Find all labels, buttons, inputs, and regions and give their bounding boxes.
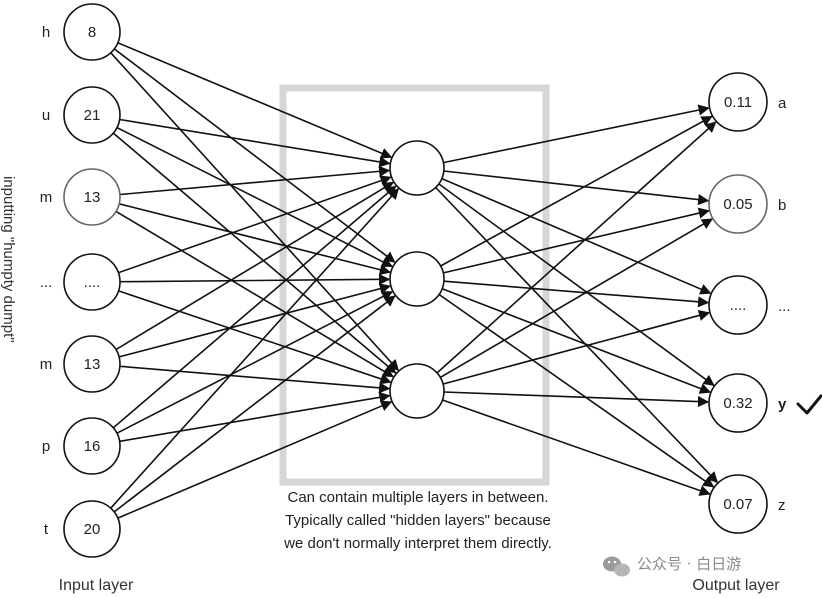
input-node-value: 13 xyxy=(84,356,101,373)
input-node: 13 m xyxy=(40,168,121,226)
connection-arrow xyxy=(443,104,710,164)
input-node-label: t xyxy=(44,521,49,538)
output-node: 0.11 a xyxy=(708,72,787,132)
input-node-label: p xyxy=(42,438,50,455)
connection-arrow xyxy=(116,291,394,434)
connection-arrow xyxy=(439,218,714,379)
input-node: 20 t xyxy=(44,500,121,558)
output-layer-nodes: 0.11 a 0.05 b .... ... 0.32 y 0.07 z xyxy=(708,72,791,534)
input-node: .... ... xyxy=(40,253,121,311)
input-node-value: 21 xyxy=(84,107,101,124)
connection-arrow xyxy=(119,391,391,443)
output-node-label: z xyxy=(778,497,786,514)
connection-arrow xyxy=(438,293,715,488)
output-node-value: 0.07 xyxy=(723,496,752,513)
output-node-value: 0.05 xyxy=(723,196,752,213)
connection-arrow xyxy=(110,187,400,509)
connection-arrow xyxy=(435,186,719,484)
input-node-value: .... xyxy=(84,274,101,291)
hidden-layers-box xyxy=(279,84,550,486)
connection-arrow xyxy=(443,280,710,308)
connection-arrow xyxy=(443,207,710,274)
output-node-label-selected: y xyxy=(778,396,787,413)
connection-arrow xyxy=(115,181,394,351)
hidden-layer-nodes xyxy=(389,140,445,419)
output-node-value: 0.11 xyxy=(724,94,752,111)
connection-arrow xyxy=(110,52,399,372)
connection-arrow xyxy=(436,121,717,374)
watermark-text: 公众号 · 白日游 xyxy=(637,555,741,573)
wechat-icon xyxy=(603,556,630,577)
output-node: 0.05 b xyxy=(708,174,786,234)
connection-arrow xyxy=(443,170,710,206)
input-node-value: 13 xyxy=(84,189,101,206)
output-node: 0.32 y xyxy=(708,373,787,433)
output-node-label: b xyxy=(778,197,786,214)
connection-arrow xyxy=(116,126,393,268)
connection-arrow xyxy=(118,203,391,276)
hidden-caption-line-2: Typically called "hidden layers" because xyxy=(285,512,551,529)
input-node-value: 20 xyxy=(84,521,101,538)
connection-arrow xyxy=(118,283,391,358)
hidden-node xyxy=(389,363,445,419)
connection-arrow xyxy=(113,48,396,263)
input-node-label: u xyxy=(42,107,50,124)
output-layer-title: Output layer xyxy=(692,577,780,594)
input-node-value: 16 xyxy=(84,438,101,455)
input-node-label: m xyxy=(40,356,53,373)
connection-arrow xyxy=(112,185,397,429)
connection-arrow xyxy=(118,175,392,274)
connections xyxy=(110,42,719,519)
connection-arrow xyxy=(441,177,712,295)
hidden-node xyxy=(389,251,445,307)
output-node-label: ... xyxy=(778,298,791,315)
connection-arrow xyxy=(119,118,391,168)
checkmark-icon xyxy=(796,394,822,415)
connection-arrow xyxy=(113,295,396,513)
input-description-label: inputting "humpty dumpt" xyxy=(0,176,17,343)
connection-arrow xyxy=(115,210,394,378)
hidden-node xyxy=(389,140,445,196)
connection-arrow xyxy=(117,400,393,519)
output-node: 0.07 z xyxy=(708,474,786,534)
output-node-value: .... xyxy=(730,297,747,314)
input-node: 21 u xyxy=(42,86,121,144)
connection-arrow xyxy=(438,183,715,386)
connection-arrow xyxy=(441,287,712,394)
input-node: 8 h xyxy=(42,3,121,61)
connection-arrow xyxy=(442,399,711,496)
output-node-value: 0.32 xyxy=(723,395,752,412)
output-node: .... ... xyxy=(708,275,791,335)
input-node: 13 m xyxy=(40,335,121,393)
connection-arrow xyxy=(119,365,391,394)
hidden-caption-line-1: Can contain multiple layers in between. xyxy=(288,489,549,506)
watermark: 公众号 · 白日游 xyxy=(603,555,741,577)
connection-arrow xyxy=(119,165,391,196)
connection-arrow xyxy=(440,115,713,267)
connection-arrow xyxy=(112,132,397,374)
input-node: 16 p xyxy=(42,417,121,475)
connection-arrow xyxy=(117,42,393,159)
hidden-caption-line-3: we don't normally interpret them directl… xyxy=(283,535,552,552)
connection-arrow xyxy=(442,309,711,385)
output-node-label: a xyxy=(778,95,787,112)
input-node-label: h xyxy=(42,24,50,41)
input-node-label: ... xyxy=(40,274,53,291)
connection-arrow xyxy=(443,391,710,408)
input-layer-nodes: 8 h 21 u 13 m .... ... 13 m 16 p xyxy=(40,3,121,558)
connection-arrow xyxy=(118,290,392,385)
input-layer-title: Input layer xyxy=(59,577,134,594)
input-node-value: 8 xyxy=(88,24,96,41)
connection-arrow xyxy=(119,273,391,285)
input-node-label: m xyxy=(40,189,53,206)
